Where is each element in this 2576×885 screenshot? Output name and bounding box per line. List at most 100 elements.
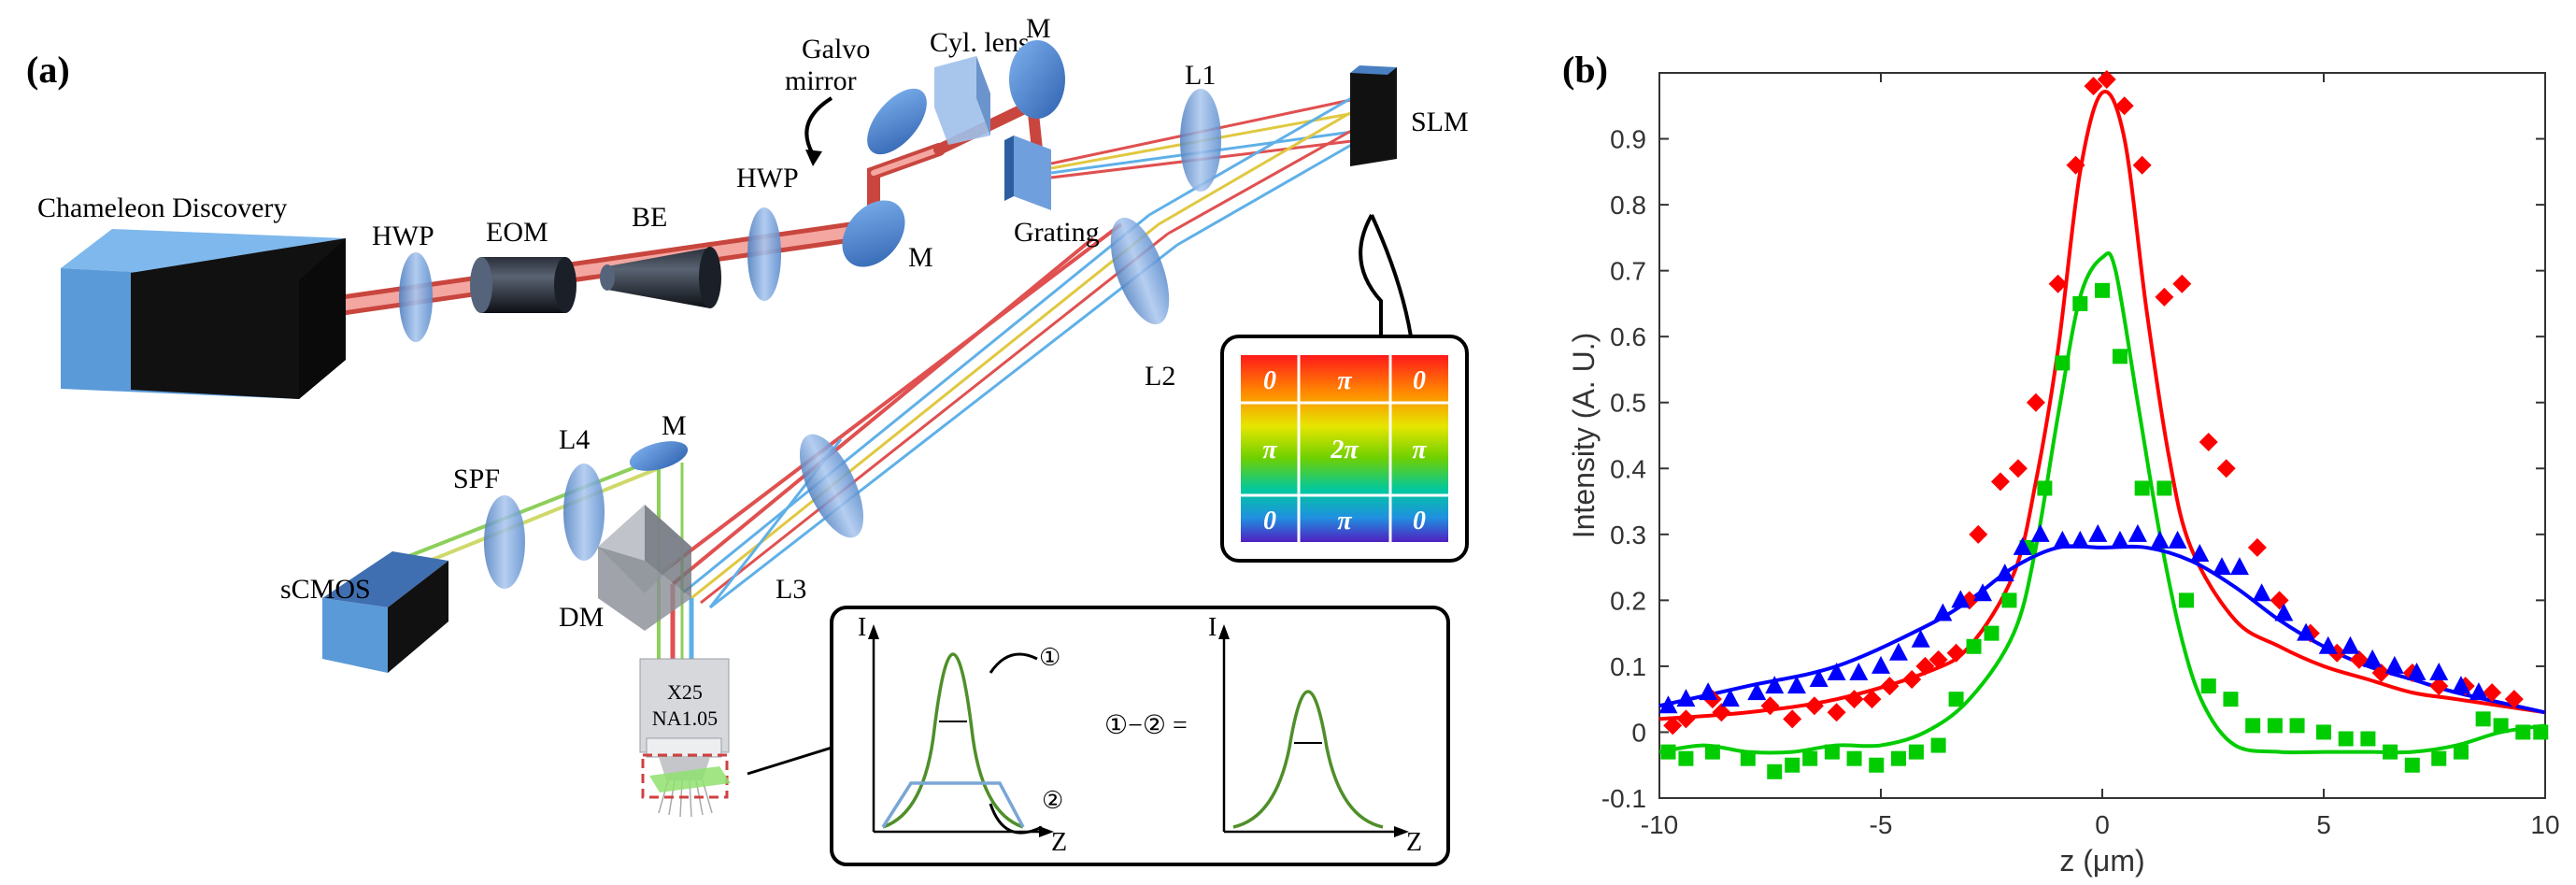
- data-point-diamond: [1969, 524, 1988, 544]
- data-point-square: [1678, 750, 1694, 766]
- inset-arrow-1: [989, 652, 1038, 674]
- lens-l1: [1180, 89, 1221, 192]
- phase-r0c0: 0: [1263, 366, 1276, 395]
- inset-mark-2: ②: [1042, 787, 1063, 814]
- data-point-triangle: [2071, 530, 2090, 549]
- data-point-square: [2383, 744, 2398, 760]
- data-point-diamond: [1915, 656, 1935, 676]
- data-point-diamond: [1712, 703, 1731, 722]
- y-tick-label: 0.2: [1610, 586, 1646, 615]
- inset-right-x-arrow: [1394, 826, 1409, 837]
- data-point-diamond: [1902, 670, 1922, 690]
- y-tick-label: 0.7: [1610, 257, 1646, 286]
- data-point-triangle: [2128, 523, 2147, 542]
- y-tick-label: 0.8: [1610, 191, 1646, 220]
- data-point-triangle: [2150, 530, 2170, 549]
- cyl-lens: [934, 56, 990, 145]
- data-point-diamond: [1827, 703, 1846, 722]
- eom-label: EOM: [486, 217, 548, 248]
- data-point-square: [2095, 282, 2110, 298]
- inset-z-left: Z: [1051, 828, 1067, 857]
- data-point-square: [2533, 724, 2549, 740]
- data-point-diamond: [1760, 696, 1780, 716]
- data-point-square: [2515, 724, 2531, 740]
- galvo-rotation-arrow: [804, 96, 833, 155]
- objective-na: NA1.05: [652, 707, 718, 730]
- data-point-diamond: [2114, 96, 2134, 116]
- data-point-triangle: [2451, 676, 2470, 694]
- m2-label: M: [1026, 13, 1051, 44]
- grating-optic: [1004, 136, 1051, 210]
- data-point-square: [2245, 718, 2261, 734]
- data-point-triangle: [1888, 642, 1908, 661]
- data-point-square: [2156, 480, 2172, 496]
- sample-plane: [649, 766, 731, 792]
- lens-l2: [1110, 217, 1170, 325]
- data-point-square: [2055, 355, 2071, 371]
- phase-r0c2: 0: [1413, 366, 1426, 395]
- data-point-triangle: [1933, 603, 1953, 621]
- x-tick-label: -5: [1870, 810, 1893, 839]
- mirror-m2: [1009, 40, 1065, 119]
- data-point-square: [1869, 757, 1885, 773]
- chart-fit-lines: [1658, 90, 2546, 755]
- data-point-triangle: [1720, 689, 1740, 707]
- chart-ylabel: Intensity (A. U.): [1567, 333, 1601, 539]
- y-tick-label: 0.5: [1610, 389, 1646, 418]
- data-point-square: [1908, 744, 1924, 760]
- data-point-square: [1704, 744, 1720, 760]
- eom-optic: [470, 257, 576, 313]
- data-point-triangle: [2297, 622, 2316, 641]
- galvo-label-line1: Galvo: [802, 34, 870, 64]
- fit-line-series-0: [1658, 90, 2546, 721]
- data-point-triangle: [1747, 682, 1767, 701]
- data-point-square: [1767, 764, 1783, 779]
- inset-curve-diff: [1232, 690, 1384, 829]
- chart-xlabel: z (μm): [2059, 844, 2144, 878]
- galvo-arrow-head: [805, 150, 822, 166]
- phase-grid-gradient: [1241, 355, 1448, 542]
- data-point-diamond: [1862, 690, 1882, 709]
- data-point-triangle: [1786, 676, 1806, 694]
- lens-l3: [799, 434, 864, 538]
- data-point-square: [1930, 737, 1946, 753]
- data-point-diamond: [1783, 709, 1802, 729]
- data-point-triangle: [1995, 564, 2014, 582]
- data-point-diamond: [1880, 677, 1900, 696]
- mirror-m1: [842, 200, 905, 267]
- data-point-diamond: [1676, 709, 1696, 729]
- y-tick-label: 0.4: [1610, 454, 1646, 483]
- data-point-triangle: [1699, 682, 1718, 701]
- data-point-triangle: [2030, 523, 2050, 542]
- data-point-square: [1966, 638, 1982, 654]
- data-point-diamond: [2504, 690, 2524, 709]
- hwp2-optic: [747, 207, 781, 301]
- data-point-diamond: [2155, 287, 2174, 307]
- data-point-diamond: [1844, 690, 1864, 709]
- data-point-square: [2453, 744, 2469, 760]
- laser-label: Chameleon Discovery: [37, 193, 287, 223]
- spf-filter: [484, 495, 525, 589]
- data-point-triangle: [1951, 590, 1971, 608]
- y-tick-label: 0.3: [1610, 521, 1646, 550]
- data-point-triangle: [2341, 635, 2360, 654]
- inset-arrow-2: [989, 803, 1043, 835]
- slm-device: [1350, 65, 1397, 166]
- data-point-diamond: [2026, 393, 2045, 412]
- data-point-square: [1984, 625, 2000, 641]
- data-point-diamond: [2270, 591, 2289, 610]
- dichroic-mirror: [598, 505, 691, 631]
- y-tick-label: 0.1: [1610, 652, 1646, 681]
- slm-label: SLM: [1411, 107, 1469, 137]
- chart-points: [1658, 70, 2549, 779]
- data-point-diamond: [2371, 663, 2391, 682]
- data-point-square: [1740, 750, 1756, 766]
- cyl-label: Cyl. lens: [930, 27, 1030, 58]
- data-point-square: [2112, 349, 2128, 364]
- phase-r1c1: 2π: [1330, 435, 1359, 464]
- data-point-triangle: [2363, 649, 2383, 667]
- inset-z-right: Z: [1406, 828, 1422, 857]
- be-label: BE: [632, 202, 667, 233]
- phase-r0c1: π: [1337, 366, 1352, 395]
